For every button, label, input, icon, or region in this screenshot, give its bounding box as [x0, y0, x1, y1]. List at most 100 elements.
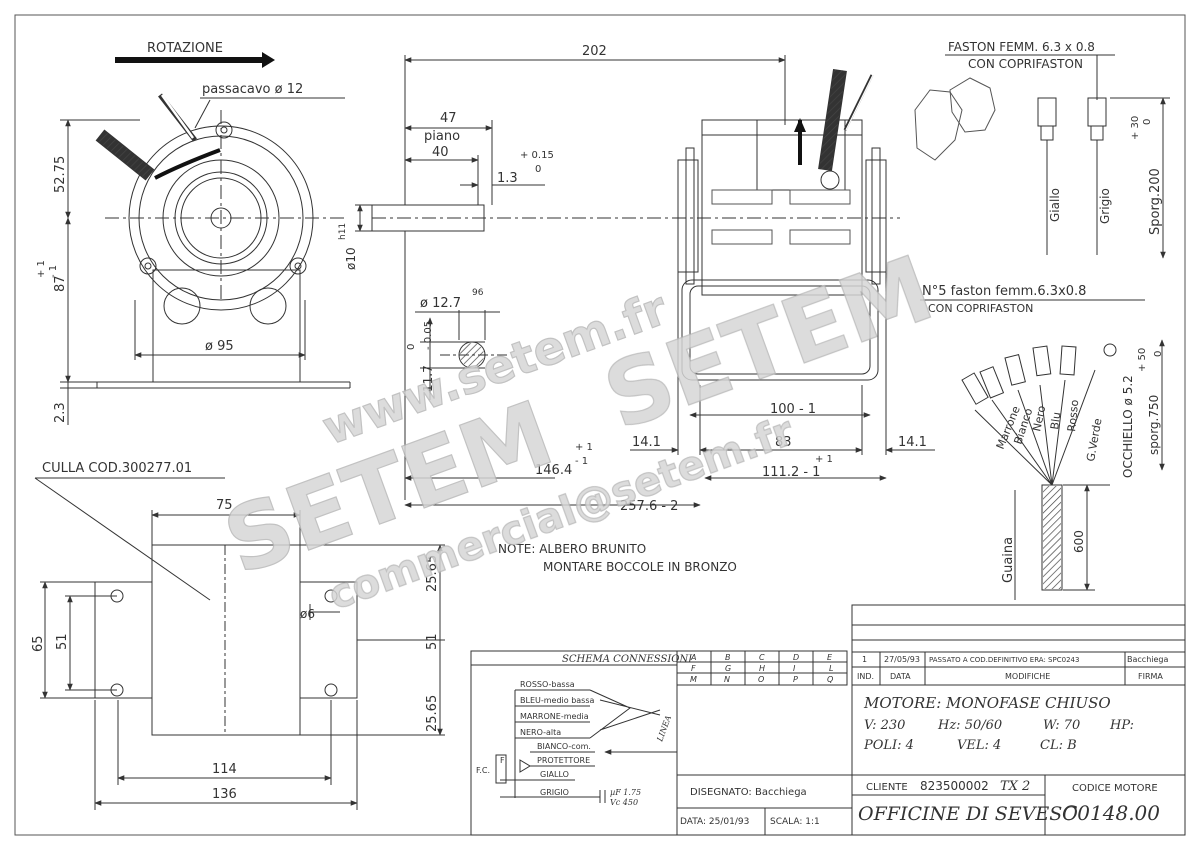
dim-65: 65: [31, 635, 46, 652]
tol-minus-146: - 1: [575, 456, 588, 467]
note-line-2: MONTARE BOCCOLE IN BRONZO: [543, 560, 737, 574]
dim-100: 100 - 1: [770, 402, 816, 417]
faston-pair: [914, 54, 1170, 259]
title-block-text: 1 27/05/93 PASSATO A COD.DEFINITIVO ERA:…: [857, 655, 1168, 825]
dim-146-4: 146.4: [535, 463, 572, 478]
dim-shaft: ø10: [344, 247, 358, 270]
grid-cell: P: [793, 675, 798, 684]
wire-label-nero: Nero: [1030, 404, 1048, 432]
schema-title: SCHEMA CONNESSIONI: [562, 654, 693, 665]
motor-hp: HP:: [1109, 718, 1134, 733]
motor-voltage: V: 230: [864, 718, 905, 733]
rev-ind: 1: [862, 655, 867, 664]
schema-label-giallo: GIALLO: [540, 770, 569, 779]
dim-257-6: 257.6 - 2: [620, 499, 678, 514]
schema-label-nero: NERO-alta: [520, 728, 561, 737]
motor-code: C0148.00: [1062, 801, 1160, 825]
schema-cap-value: µF 1.75: [610, 788, 641, 797]
rev-sign: Bacchiega: [1127, 655, 1168, 664]
dim-2-3: 2.3: [53, 402, 68, 423]
sporg-750-tol0: 0: [1153, 351, 1164, 357]
wire-label-rosso: Rosso: [1065, 399, 1081, 433]
dim-52-75: 52.75: [53, 156, 68, 193]
sporg-200-tol0: 0: [1142, 119, 1153, 125]
schema-label-protettore: PROTETTORE: [537, 756, 590, 765]
rev-head-date: DATA: [890, 672, 911, 681]
grid-cell: I: [793, 664, 796, 673]
wire-giallo: Giallo: [1048, 188, 1062, 222]
dim-11-7-tol: - 0.05: [423, 321, 434, 350]
dim-6: ø6: [300, 607, 315, 621]
schema-labels: SCHEMA CONNESSIONI ROSSO-bassa BLEU-medi…: [476, 653, 833, 827]
front-view: [60, 52, 351, 425]
grid-cell: M: [690, 675, 697, 684]
motor-watts: W: 70: [1043, 718, 1080, 733]
faston5-line2: CON COPRIFASTON: [928, 302, 1033, 315]
tol-plus-111: + 1: [815, 454, 833, 465]
grid-cell: N: [724, 675, 730, 684]
flat-label: piano: [424, 129, 460, 144]
rev-head-ind: IND.: [857, 672, 874, 681]
eyelet-label: OCCHIELLO ø 5.2: [1121, 375, 1135, 478]
faston5-line1: N°5 faston femm.6.3x0.8: [922, 284, 1086, 299]
grid-cell: G: [725, 664, 731, 673]
schema-cap-voltage: Vc 450: [610, 798, 638, 807]
client-code: 823500002: [920, 779, 989, 793]
grid-cell: B: [725, 653, 731, 662]
grid-cell: L: [829, 664, 833, 673]
dim-25-65-top: 25.65: [425, 555, 440, 592]
dim-14-1-left: 14.1: [632, 435, 661, 450]
dim-202: 202: [582, 44, 607, 59]
sporg-750: sporg.750: [1147, 395, 1161, 455]
schema-label-bleu: BLEU-medio bassa: [520, 696, 595, 705]
schema-label-grigio: GRIGIO: [540, 788, 569, 797]
side-view-labels: 202 47 piano 40 1.3 + 0.15 0 ø10 h11 ø 1…: [338, 44, 927, 574]
schema-label-marrone: MARRONE-media: [520, 712, 589, 721]
grid-cell: O: [758, 675, 764, 684]
rev-desc: PASSATO A COD.DEFINITIVO ERA: SPC0243: [929, 656, 1079, 664]
client-type: TX 2: [1000, 779, 1030, 794]
schema-box: [470, 650, 853, 836]
rev-head-desc: MODIFICHE: [1005, 672, 1050, 681]
grid-cell: C: [759, 653, 765, 662]
schema-f: F: [500, 756, 505, 765]
wire-label-gverde: G.Verde: [1084, 417, 1104, 462]
note-line-1: NOTE: ALBERO BRUNITO: [498, 542, 646, 556]
dim-87: 87: [53, 275, 68, 292]
dim-40: 40: [432, 145, 449, 160]
cradle-code: CULLA COD.300277.01: [42, 461, 192, 476]
motor-title: MOTORE: MONOFASE CHIUSO: [863, 694, 1111, 712]
sheath-label: Guaina: [1001, 537, 1016, 583]
title-block: [851, 604, 1186, 836]
grid-cell: Q: [827, 675, 833, 684]
grid-table: A B C D E F G H I L M N O P Q: [690, 653, 833, 684]
dim-95: ø 95: [205, 339, 234, 354]
sporg-750-tol: + 50: [1137, 348, 1148, 372]
cable-gland-label: passacavo ø 12: [202, 82, 303, 97]
dim-12-7: ø 12.7: [420, 296, 461, 311]
dim-83: 83: [775, 435, 792, 450]
rotation-label: ROTAZIONE: [147, 41, 223, 56]
dim-51-right: 51: [425, 633, 440, 650]
grid-cell: E: [827, 653, 833, 662]
grid-cell: A: [690, 653, 696, 662]
front-view-labels: ROTAZIONE passacavo ø 12 52.75 87 + 1 - …: [36, 41, 303, 423]
faston-top-2: CON COPRIFASTON: [968, 57, 1083, 71]
dim-47: 47: [440, 111, 457, 126]
dim-14-1-right: 14.1: [898, 435, 927, 450]
motor-class: CL: B: [1040, 738, 1077, 753]
schema-label-bianco: BIANCO-com.: [537, 742, 591, 751]
dim-1-3: 1.3: [497, 171, 518, 186]
drawn-by: DISEGNATO: Bacchiega: [690, 787, 807, 798]
sporg-200: Sporg.200: [1148, 168, 1163, 235]
wire-grigio: Grigio: [1098, 188, 1112, 224]
client-label: CLIENTE: [866, 782, 908, 793]
schema-fc: F.C.: [476, 766, 490, 775]
sporg-200-tol: + 30: [1130, 116, 1141, 140]
drawing-scale: SCALA: 1:1: [770, 817, 820, 827]
grid-cell: H: [759, 664, 765, 673]
company-name: OFFICINE DI SEVESO: [858, 803, 1078, 825]
drawing-date: DATA: 25/01/93: [680, 817, 749, 827]
